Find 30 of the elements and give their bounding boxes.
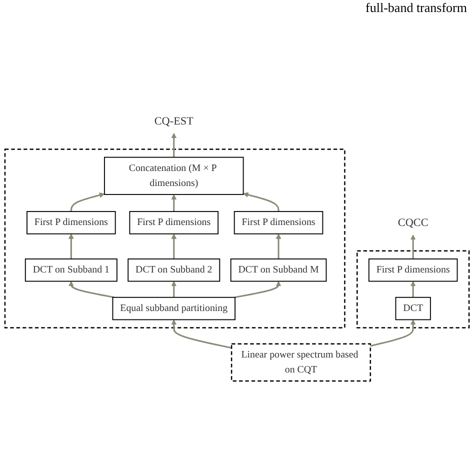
- node-box: DCT on Subband 2: [128, 258, 220, 282]
- arrow: [410, 234, 416, 259]
- arrow: [370, 319, 416, 347]
- arrow: [243, 192, 280, 212]
- cluster: [4, 148, 346, 328]
- node-box: First P dimensions: [234, 211, 324, 234]
- arrow: [171, 234, 177, 259]
- arrow: [70, 192, 105, 212]
- node-box: DCT: [395, 296, 431, 320]
- node-box: First P dimensions: [368, 258, 458, 282]
- arrow: [171, 132, 177, 158]
- node-box: First P dimensions: [129, 211, 219, 234]
- node-box: Concatenation (M × P dimensions): [104, 156, 244, 195]
- arrow: [410, 281, 416, 298]
- node-box: Equal subband partitioning: [112, 296, 236, 320]
- node-box: DCT on Subband M: [230, 258, 327, 282]
- arrow: [68, 281, 114, 298]
- arrow: [234, 281, 282, 298]
- arrow: [171, 281, 177, 298]
- cluster: [356, 250, 470, 328]
- arrow: [276, 234, 282, 259]
- arrow: [171, 319, 232, 349]
- node-box: Linear power spectrum based on CQT: [230, 343, 372, 382]
- arrow: [68, 234, 74, 259]
- node-text: CQ-EST: [154, 114, 194, 127]
- note-text: full-band transform: [366, 0, 467, 15]
- arrow: [171, 194, 177, 212]
- node-box: DCT on Subband 1: [24, 258, 118, 282]
- node-box: First P dimensions: [26, 211, 116, 234]
- node-text: CQCC: [398, 216, 428, 229]
